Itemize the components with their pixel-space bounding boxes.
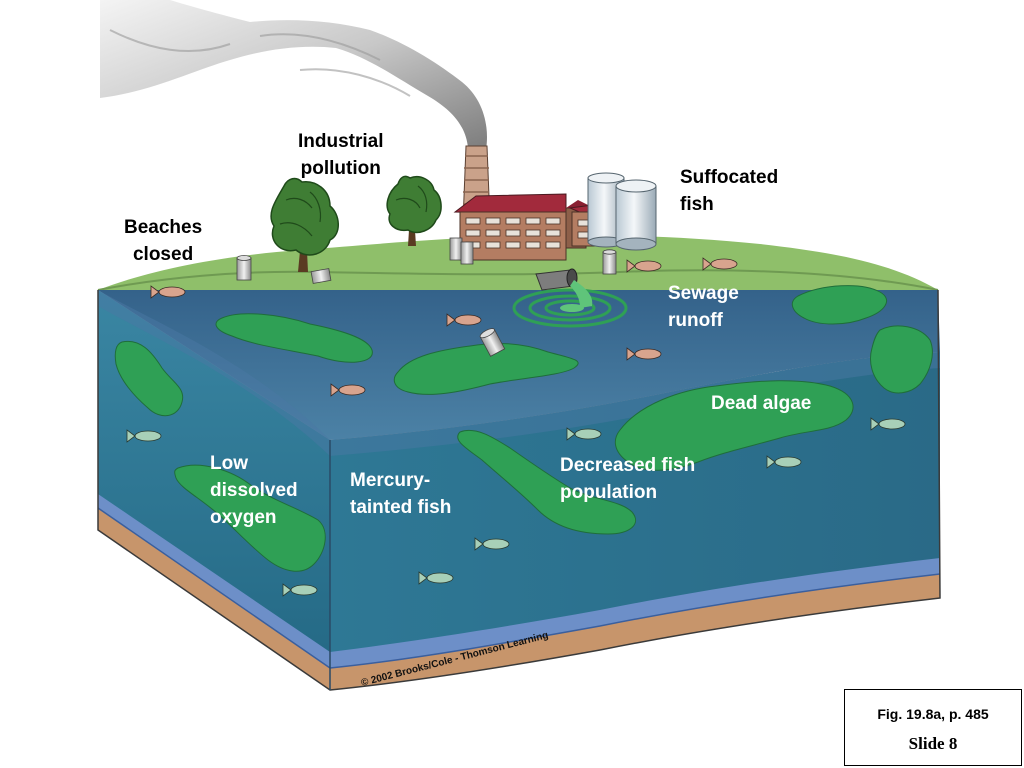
- fish-surface-4: [626, 347, 662, 361]
- label-sewage-runoff: Sewage runoff: [668, 283, 739, 331]
- label-dead-algae: Dead algae: [711, 393, 812, 414]
- fish-surface-1: [150, 285, 186, 299]
- label-beaches-closed: Beaches closed: [124, 217, 203, 265]
- tree-right: [386, 175, 442, 246]
- fish-deep-1: [126, 429, 162, 443]
- fish-deep-7: [282, 583, 318, 597]
- label-suffocated-fish: Suffocated fish: [680, 167, 779, 215]
- fish-deep-4: [870, 417, 906, 431]
- floating-barrel: [479, 328, 506, 357]
- fish-land-2: [702, 257, 738, 271]
- figure-reference-box: Fig. 19.8a, p. 485 Slide 8: [844, 689, 1022, 766]
- label-industrial-pollution: Industrial pollution: [298, 131, 384, 179]
- fish-land-1: [626, 259, 662, 273]
- label-mercury-tainted-fish: Mercury- tainted fish: [350, 470, 452, 518]
- waste-barrels: [236, 237, 617, 284]
- fish-deep-6: [418, 571, 454, 585]
- sewage-ripples: [512, 288, 628, 328]
- fish-group: [126, 257, 906, 597]
- fish-deep-5: [474, 537, 510, 551]
- algae-underwater: [114, 325, 933, 572]
- label-low-dissolved-oxygen: Low dissolved oxygen: [210, 453, 298, 528]
- fish-deep-3: [766, 455, 802, 469]
- fish-surface-2: [446, 313, 482, 327]
- smoke-plume: [100, 0, 487, 150]
- figure-reference: Fig. 19.8a, p. 485: [877, 706, 989, 722]
- label-decreased-fish-population: Decreased fish population: [560, 455, 696, 503]
- fish-surface-3: [330, 383, 366, 397]
- sewage-pipe: [535, 268, 593, 308]
- algae-surface: [215, 285, 887, 395]
- tree-left: [270, 177, 339, 272]
- slide-number: Slide 8: [908, 734, 958, 753]
- fish-deep-2: [566, 427, 602, 441]
- storage-tanks: [587, 172, 657, 251]
